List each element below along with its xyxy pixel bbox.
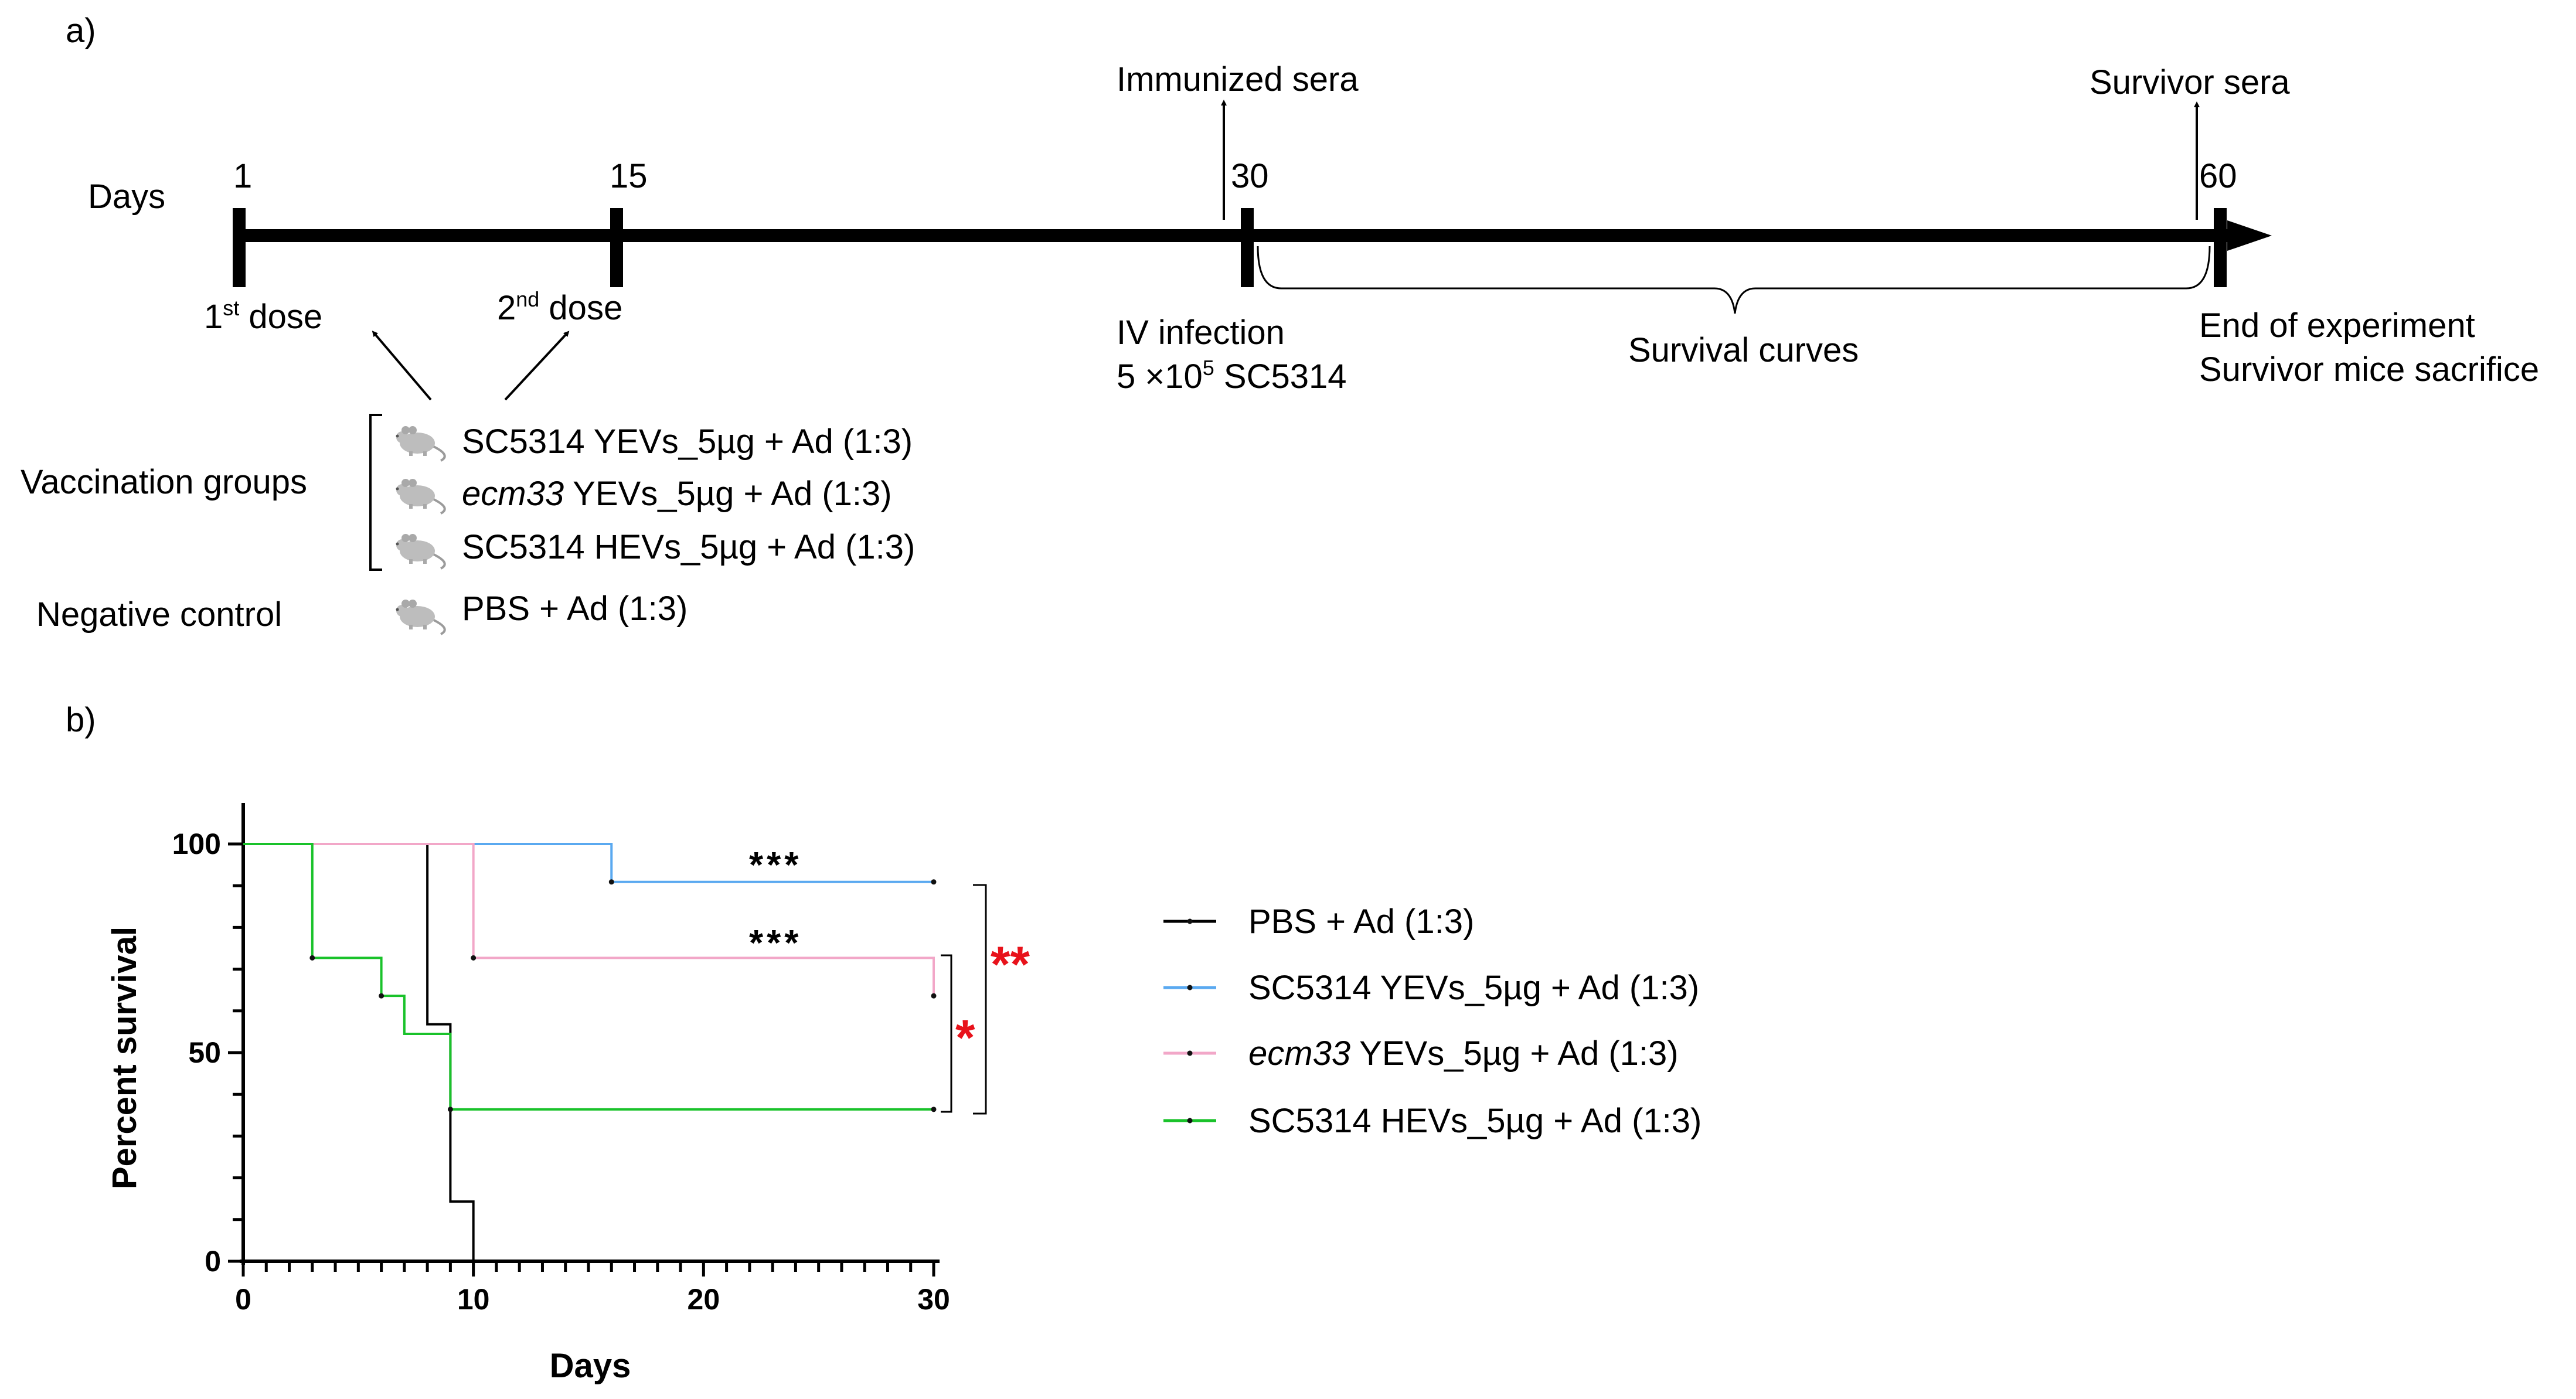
second-dose-label: 2nd dose — [497, 287, 622, 327]
tick-label-day1: 1 — [233, 157, 252, 195]
series-line-2 — [243, 843, 935, 996]
chart-legend: PBS + Ad (1:3) SC5314 YEVs_5µg + Ad (1:3)… — [1163, 903, 1702, 1140]
y-tick-label: 100 — [172, 828, 221, 860]
infection-label: IV infection — [1117, 314, 1285, 352]
bracket-ecm33-vs-hevs — [941, 954, 952, 1113]
significance-yevs-vs-hevs: ** — [991, 937, 1030, 993]
series-line-1 — [243, 843, 934, 883]
x-axis-title: Days — [550, 1347, 631, 1385]
infection-dose-label: 5 ×105 SC5314 — [1117, 356, 1347, 396]
days-label: Days — [88, 178, 165, 216]
dose1-arrow — [372, 331, 432, 401]
timeline — [233, 208, 2272, 287]
tick-label-day60: 60 — [2199, 157, 2237, 195]
mouse-icon — [394, 533, 446, 570]
censor-mark-3 — [379, 993, 384, 999]
legend-label-2: ecm33 YEVs_5µg + Ad (1:3) — [1248, 1034, 1679, 1073]
survival-curves-brace — [1257, 246, 2211, 314]
tick-label-day30: 30 — [1231, 157, 1269, 195]
mouse-icon — [394, 425, 446, 462]
timeline-arrowhead — [2227, 220, 2272, 251]
vaccination-groups-bracket — [369, 414, 382, 571]
x-tick-label: 10 — [457, 1283, 490, 1316]
tick-label-day15: 15 — [610, 157, 648, 195]
censor-mark-3 — [931, 1107, 937, 1112]
censor-mark-1 — [608, 879, 614, 885]
first-dose-label: 1st dose — [204, 296, 322, 336]
mouse-icon — [394, 478, 446, 515]
legend-label-3: SC5314 HEVs_5µg + Ad (1:3) — [1248, 1102, 1702, 1140]
panel-a-label: a) — [66, 12, 96, 50]
legend-marker-1 — [1187, 985, 1193, 990]
censor-mark-3 — [309, 955, 315, 961]
survivor-sera-label: Survivor sera — [2090, 63, 2290, 101]
end-of-experiment-label: End of experiment — [2199, 307, 2475, 345]
censor-mark-1 — [931, 879, 937, 885]
series-line-0 — [243, 843, 475, 1261]
censor-mark-2 — [931, 993, 937, 999]
negative-control-label: Negative control — [36, 595, 282, 634]
immunized-sera-label: Immunized sera — [1117, 60, 1359, 98]
survivor-sacrifice-label: Survivor mice sacrifice — [2199, 350, 2539, 389]
significance-ecm33-vs-pbs: *** — [749, 923, 802, 964]
bracket-yevs-vs-hevs — [973, 884, 987, 1115]
censor-mark-2 — [471, 955, 477, 961]
group-yevs-label: SC5314 YEVs_5µg + Ad (1:3) — [462, 423, 913, 461]
legend-marker-0 — [1187, 918, 1193, 924]
legend-marker-2 — [1187, 1050, 1193, 1056]
legend-label-1: SC5314 YEVs_5µg + Ad (1:3) — [1248, 969, 1699, 1007]
group-pbs-label: PBS + Ad (1:3) — [462, 590, 688, 628]
x-tick-label: 20 — [688, 1283, 720, 1316]
legend-label-0: PBS + Ad (1:3) — [1248, 903, 1474, 941]
significance-yevs-vs-pbs: *** — [749, 845, 802, 886]
survival-curves-label: Survival curves — [1628, 331, 1859, 369]
x-tick-label: 30 — [917, 1283, 950, 1316]
significance-ecm33-vs-hevs: * — [955, 1010, 975, 1066]
vaccination-groups-label: Vaccination groups — [21, 463, 307, 501]
panel-b-label: b) — [66, 701, 96, 739]
mouse-icon — [394, 598, 446, 635]
y-tick-label: 0 — [205, 1245, 221, 1278]
dose2-arrow — [504, 331, 570, 401]
survival-chart: 0 50 100 0 10 20 30 — [172, 803, 950, 1316]
group-ecm33-label: ecm33 YEVs_5µg + Ad (1:3) — [462, 475, 892, 513]
y-tick-label: 50 — [188, 1036, 221, 1069]
y-axis-title: Percent survival — [106, 927, 144, 1189]
group-hevs-label: SC5314 HEVs_5µg + Ad (1:3) — [462, 528, 915, 566]
x-tick-label: 0 — [235, 1283, 251, 1316]
censor-mark-3 — [447, 1107, 453, 1112]
series-line-3 — [243, 843, 934, 1111]
legend-marker-3 — [1187, 1118, 1193, 1124]
